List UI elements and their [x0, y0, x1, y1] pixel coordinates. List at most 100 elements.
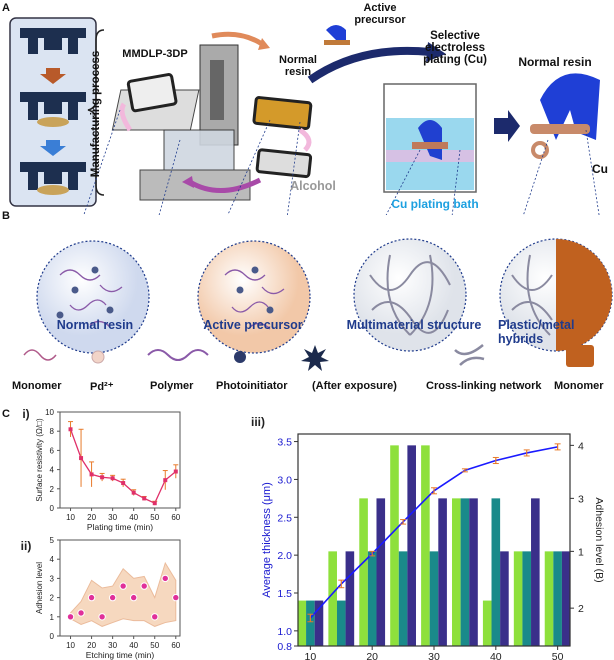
- chart-ii-ytick-label: 3: [50, 574, 55, 583]
- monomer-legend-icon: [23, 349, 57, 361]
- chart-iii-bar: [460, 498, 470, 646]
- chart-i-point: [100, 475, 105, 480]
- chart-iii-xtick-label: 40: [490, 651, 502, 660]
- chart-iii-bar: [522, 551, 532, 646]
- printer-icon: [111, 44, 251, 201]
- chart-ii-ytick-label: 2: [50, 594, 55, 603]
- legend-network: Cross-linking network: [426, 380, 542, 392]
- chart-i-xlabel: Plating time (min): [87, 522, 153, 532]
- chart-i-ytick-label: 2: [50, 485, 55, 494]
- active-part-icon: [324, 25, 350, 45]
- alcohol-label: Alcohol: [290, 179, 336, 193]
- chart-iii-bar: [421, 445, 430, 646]
- chart-iii-bar: [376, 498, 386, 646]
- chart-iii-bar: [407, 445, 416, 646]
- chart-ii-label: ii): [21, 539, 32, 553]
- chart-ii-ytick-label: 1: [50, 613, 55, 622]
- chart-iii-bar: [398, 551, 408, 646]
- chart-iii-ytick-label: 3.5: [277, 437, 292, 449]
- chart-ii-point: [98, 613, 106, 621]
- chart-iii-bar: [306, 600, 315, 646]
- chart-ii-ytick-label: 5: [50, 536, 55, 545]
- chart-i-xtick-label: 20: [87, 513, 96, 522]
- down-arrow-1: [40, 68, 66, 84]
- chart-i-point: [89, 472, 94, 477]
- chart-i-point: [163, 478, 168, 483]
- chart-iii-ytick-label: 2.5: [277, 512, 292, 524]
- chart-iii-ylabel-right: Adhesion level (B): [593, 497, 605, 582]
- chart-iii-bar: [452, 498, 461, 646]
- chart-iii-bar: [336, 600, 346, 646]
- chart-i-frame: [59, 411, 181, 509]
- chart-ii-point: [161, 574, 169, 583]
- label-active-precursor: Active precursor: [203, 318, 303, 332]
- network-legend-icon: [454, 344, 485, 366]
- cycle-arrow-bottom: [188, 177, 262, 193]
- beaker-icon: [383, 83, 477, 193]
- chart-i-xtick-label: 40: [129, 513, 138, 522]
- panel-b-illustration: [23, 238, 613, 371]
- chart-iii-bar: [469, 498, 478, 646]
- label-normal-resin: Normal resin: [56, 318, 134, 332]
- chart-ii-point: [151, 613, 159, 621]
- chart-iii-bar: [328, 551, 337, 646]
- chart-ii-xtick-label: 40: [129, 641, 138, 650]
- legend-monomer: Monomer: [12, 380, 62, 392]
- chart-iii-bar: [513, 551, 523, 646]
- chart-iii-ytick-label: 1.5: [277, 588, 292, 600]
- chart-iii-bar: [359, 498, 368, 646]
- polymer-legend-icon: [147, 349, 209, 361]
- chart-i-point: [131, 490, 136, 495]
- chart-ii-xtick-label: 20: [87, 641, 96, 650]
- chart-iii-bar: [438, 498, 447, 646]
- chart-ii-ylabel: Adhesion level: [35, 562, 44, 614]
- chart-ii-xtick-label: 50: [150, 641, 159, 650]
- chart-ii-point: [129, 593, 138, 602]
- legend-pd: Pd²⁺: [90, 381, 114, 393]
- chart-i-xtick-label: 30: [108, 513, 117, 522]
- chart-iii-xtick-label: 10: [305, 651, 317, 660]
- chart-ii-point: [87, 593, 96, 602]
- label-multimaterial: Multimaterial structure: [346, 318, 482, 332]
- legend-monomer-metal: Monomer: [554, 380, 604, 392]
- normal-resin-sphere: [36, 240, 150, 354]
- cu-label: Cu: [592, 162, 608, 176]
- chart-i-point: [152, 501, 157, 506]
- normal-resin-label: Normal resin: [279, 54, 317, 78]
- chart-ii-xtick-label: 30: [108, 641, 117, 650]
- chart-iii-bar: [553, 551, 562, 646]
- chart-ii-ytick-label: 4: [50, 555, 55, 564]
- chart-iii-bar: [429, 551, 439, 646]
- chart-i-point: [110, 476, 115, 481]
- legend-polymer: Polymer: [150, 380, 194, 392]
- chart-i-xtick-label: 60: [171, 513, 180, 522]
- chart-i-point: [121, 481, 126, 486]
- chart-i-ytick-label: 4: [50, 466, 55, 475]
- chart-iii-bar: [531, 498, 540, 646]
- active-precursor-sphere: [197, 240, 311, 354]
- chart-i-point: [142, 496, 147, 501]
- chart-iii-ytick-label: 3.0: [277, 474, 292, 486]
- chart-iii-ylabel: Average thickness (μm): [261, 482, 273, 598]
- printer-label: MMDLP-3DP: [122, 48, 188, 60]
- chart-iii-rtick-label: 4: [578, 440, 584, 452]
- active-precursor-label: Active precursor: [354, 2, 406, 26]
- exposure-legend-icon: [301, 345, 329, 371]
- chart-i-xtick-label: 50: [150, 513, 159, 522]
- chart-ii-point: [66, 613, 75, 621]
- chart-iii-rtick-label: 1: [578, 546, 584, 558]
- selective-plating-label: Selective electroless plating (Cu): [423, 30, 487, 66]
- panel-letter-b: B: [2, 210, 10, 222]
- chart-i-ylabel: Surface resistivity (Ω/□): [35, 418, 44, 502]
- chart-i-ytick-label: 6: [50, 446, 55, 455]
- chart-ii-point: [140, 582, 148, 590]
- chart-iii-rtick-label: 2: [578, 603, 584, 615]
- chart-iii-bar: [491, 498, 501, 646]
- legend-icons: [23, 344, 594, 371]
- chart-iii-bar: [314, 600, 324, 646]
- pd-legend-icon: [91, 350, 105, 364]
- photoinitiator-legend-icon: [234, 351, 246, 363]
- chart-iii-bar: [500, 551, 509, 646]
- cycle-arrow-top: [211, 31, 264, 47]
- chart-ii-point: [77, 609, 85, 617]
